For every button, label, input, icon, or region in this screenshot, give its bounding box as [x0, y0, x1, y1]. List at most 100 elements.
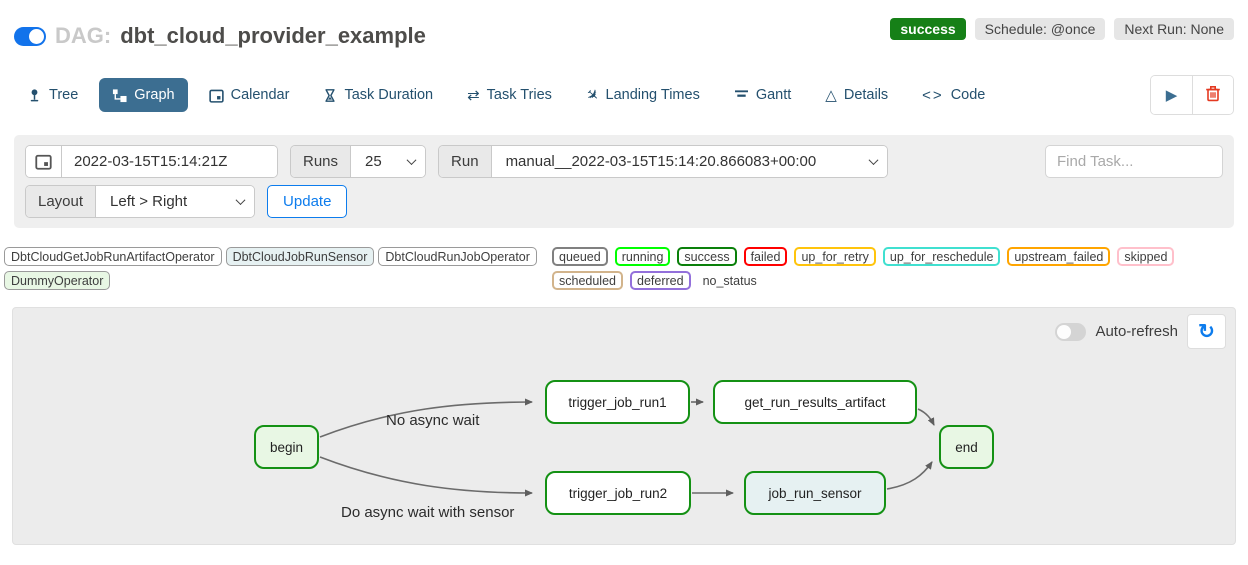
state-pill-success[interactable]: success	[677, 247, 737, 266]
task-node-trigger-job-run2[interactable]: trigger_job_run2	[545, 471, 691, 515]
filter-row-2: Layout Left > Right Update	[25, 185, 1223, 218]
operator-pill: DbtCloudJobRunSensor	[225, 247, 375, 266]
delete-dag-button[interactable]	[1192, 76, 1233, 114]
hourglass-icon	[323, 88, 337, 103]
graph-icon	[112, 88, 127, 103]
refresh-controls: Auto-refresh ↻	[1055, 314, 1226, 349]
runs-selected-value: 25	[365, 153, 382, 170]
toggle-knob	[29, 28, 44, 44]
tab-label: Calendar	[230, 87, 290, 103]
find-task-input[interactable]	[1045, 145, 1223, 178]
state-pill-scheduled[interactable]: scheduled	[552, 271, 623, 290]
calendar-picker-button[interactable]	[26, 146, 62, 177]
chevron-down-icon	[406, 155, 417, 166]
operator-legend: DbtCloudGetJobRunArtifactOperator DbtClo…	[4, 247, 552, 290]
plane-landing-icon: ✈	[581, 84, 603, 106]
tab-gantt[interactable]: Gantt	[721, 78, 804, 112]
task-node-end[interactable]: end	[939, 425, 994, 469]
edge-begin-trigger2	[319, 456, 533, 497]
gantt-icon	[734, 89, 749, 102]
operator-pill: DbtCloudGetJobRunArtifactOperator	[4, 247, 222, 266]
task-node-begin[interactable]: begin	[254, 425, 319, 469]
operator-pill: DummyOperator	[4, 271, 111, 290]
tab-task-tries[interactable]: ⇄ Task Tries	[454, 78, 565, 112]
header-badges: success Schedule: @once Next Run: None	[890, 18, 1234, 40]
filter-row-1: Runs 25 Run manual__2022-03-15T15:14:20.…	[25, 145, 1223, 178]
state-pill-up-for-reschedule[interactable]: up_for_reschedule	[882, 247, 1001, 266]
state-pill-queued[interactable]: queued	[552, 247, 608, 266]
edge-artifact-end	[917, 408, 935, 426]
layout-selected-value: Left > Right	[110, 193, 188, 210]
task-node-get-run-results-artifact[interactable]: get_run_results_artifact	[713, 380, 917, 424]
tab-graph[interactable]: Graph	[99, 78, 188, 112]
run-select[interactable]: manual__2022-03-15T15:14:20.866083+00:00	[491, 146, 887, 177]
tab-label: Tree	[49, 87, 79, 103]
trash-icon	[1205, 85, 1221, 105]
update-button[interactable]: Update	[267, 185, 348, 218]
filter-panel: Runs 25 Run manual__2022-03-15T15:14:20.…	[14, 135, 1234, 228]
trigger-dag-button[interactable]: ▶	[1151, 76, 1192, 114]
edge-label-no-async: No async wait	[386, 412, 480, 429]
base-date-group	[25, 145, 278, 178]
tab-details[interactable]: △ Details	[812, 78, 901, 112]
dag-header: DAG: dbt_cloud_provider_example success …	[0, 16, 1248, 49]
tab-code[interactable]: <> Code	[909, 78, 998, 112]
state-pill-failed[interactable]: failed	[743, 247, 788, 266]
legend: DbtCloudGetJobRunArtifactOperator DbtClo…	[4, 247, 1244, 290]
layout-label: Layout	[26, 186, 97, 217]
next-run-badge: Next Run: None	[1114, 18, 1234, 40]
tab-label: Gantt	[755, 87, 792, 103]
status-badge: success	[890, 18, 966, 40]
tree-icon	[27, 88, 42, 103]
edge-label-async-sensor: Do async wait with sensor	[341, 504, 515, 521]
state-pill-upstream-failed[interactable]: upstream_failed	[1007, 247, 1111, 266]
dag-pause-toggle[interactable]	[14, 26, 46, 46]
base-date-input[interactable]	[62, 146, 277, 177]
view-tabs: Tree Graph Calendar Task Duration ⇄ Task…	[14, 78, 998, 112]
view-tabbar: Tree Graph Calendar Task Duration ⇄ Task…	[14, 75, 1234, 115]
toggle-knob	[1057, 324, 1072, 339]
refresh-button[interactable]: ↻	[1187, 314, 1226, 349]
task-node-trigger-job-run1[interactable]: trigger_job_run1	[545, 380, 690, 424]
dag-graph-panel: Auto-refresh ↻ No async wait Do async wa…	[12, 307, 1236, 545]
tab-label: Graph	[134, 87, 175, 103]
tab-task-duration[interactable]: Task Duration	[310, 78, 446, 112]
tab-landing-times[interactable]: ✈ Landing Times	[573, 78, 713, 112]
task-node-job-run-sensor[interactable]: job_run_sensor	[744, 471, 886, 515]
triangle-icon: △	[825, 86, 837, 104]
chevron-down-icon	[868, 155, 879, 166]
tab-calendar[interactable]: Calendar	[196, 78, 303, 112]
tab-label: Code	[950, 87, 986, 103]
tab-label: Landing Times	[605, 87, 700, 103]
layout-select[interactable]: Left > Right	[96, 186, 255, 217]
schedule-badge[interactable]: Schedule: @once	[974, 18, 1106, 40]
state-pill-running[interactable]: running	[614, 247, 671, 266]
runs-label: Runs	[291, 146, 352, 177]
state-pill-deferred[interactable]: deferred	[630, 271, 691, 290]
dag-action-buttons: ▶	[1150, 75, 1234, 115]
calendar-icon	[208, 88, 224, 103]
state-legend: queued running success failed up_for_ret…	[552, 247, 1244, 290]
page-title: dbt_cloud_provider_example	[120, 23, 426, 48]
play-icon: ▶	[1165, 87, 1178, 104]
tab-label: Task Tries	[486, 87, 552, 103]
operator-pill: DbtCloudRunJobOperator	[378, 247, 537, 266]
edge-sensor-end	[886, 461, 933, 490]
state-pill-skipped[interactable]: skipped	[1117, 247, 1175, 266]
refresh-icon: ↻	[1198, 321, 1215, 343]
repeat-icon: ⇄	[467, 86, 480, 104]
run-selected-value: manual__2022-03-15T15:14:20.866083+00:00	[505, 153, 817, 170]
tab-tree[interactable]: Tree	[14, 78, 91, 112]
dag-prefix-label: DAG:	[55, 23, 112, 48]
dag-title-wrap: DAG: dbt_cloud_provider_example	[14, 23, 426, 49]
runs-select[interactable]: 25	[351, 146, 426, 177]
run-group: Run manual__2022-03-15T15:14:20.866083+0…	[438, 145, 888, 178]
auto-refresh-toggle[interactable]	[1055, 322, 1087, 341]
tab-label: Details	[843, 87, 889, 103]
tab-label: Task Duration	[344, 87, 434, 103]
state-pill-up-for-retry[interactable]: up_for_retry	[794, 247, 876, 266]
runs-group: Runs 25	[290, 145, 427, 178]
chevron-down-icon	[235, 195, 246, 206]
run-label: Run	[439, 146, 492, 177]
auto-refresh-label: Auto-refresh	[1095, 323, 1178, 340]
